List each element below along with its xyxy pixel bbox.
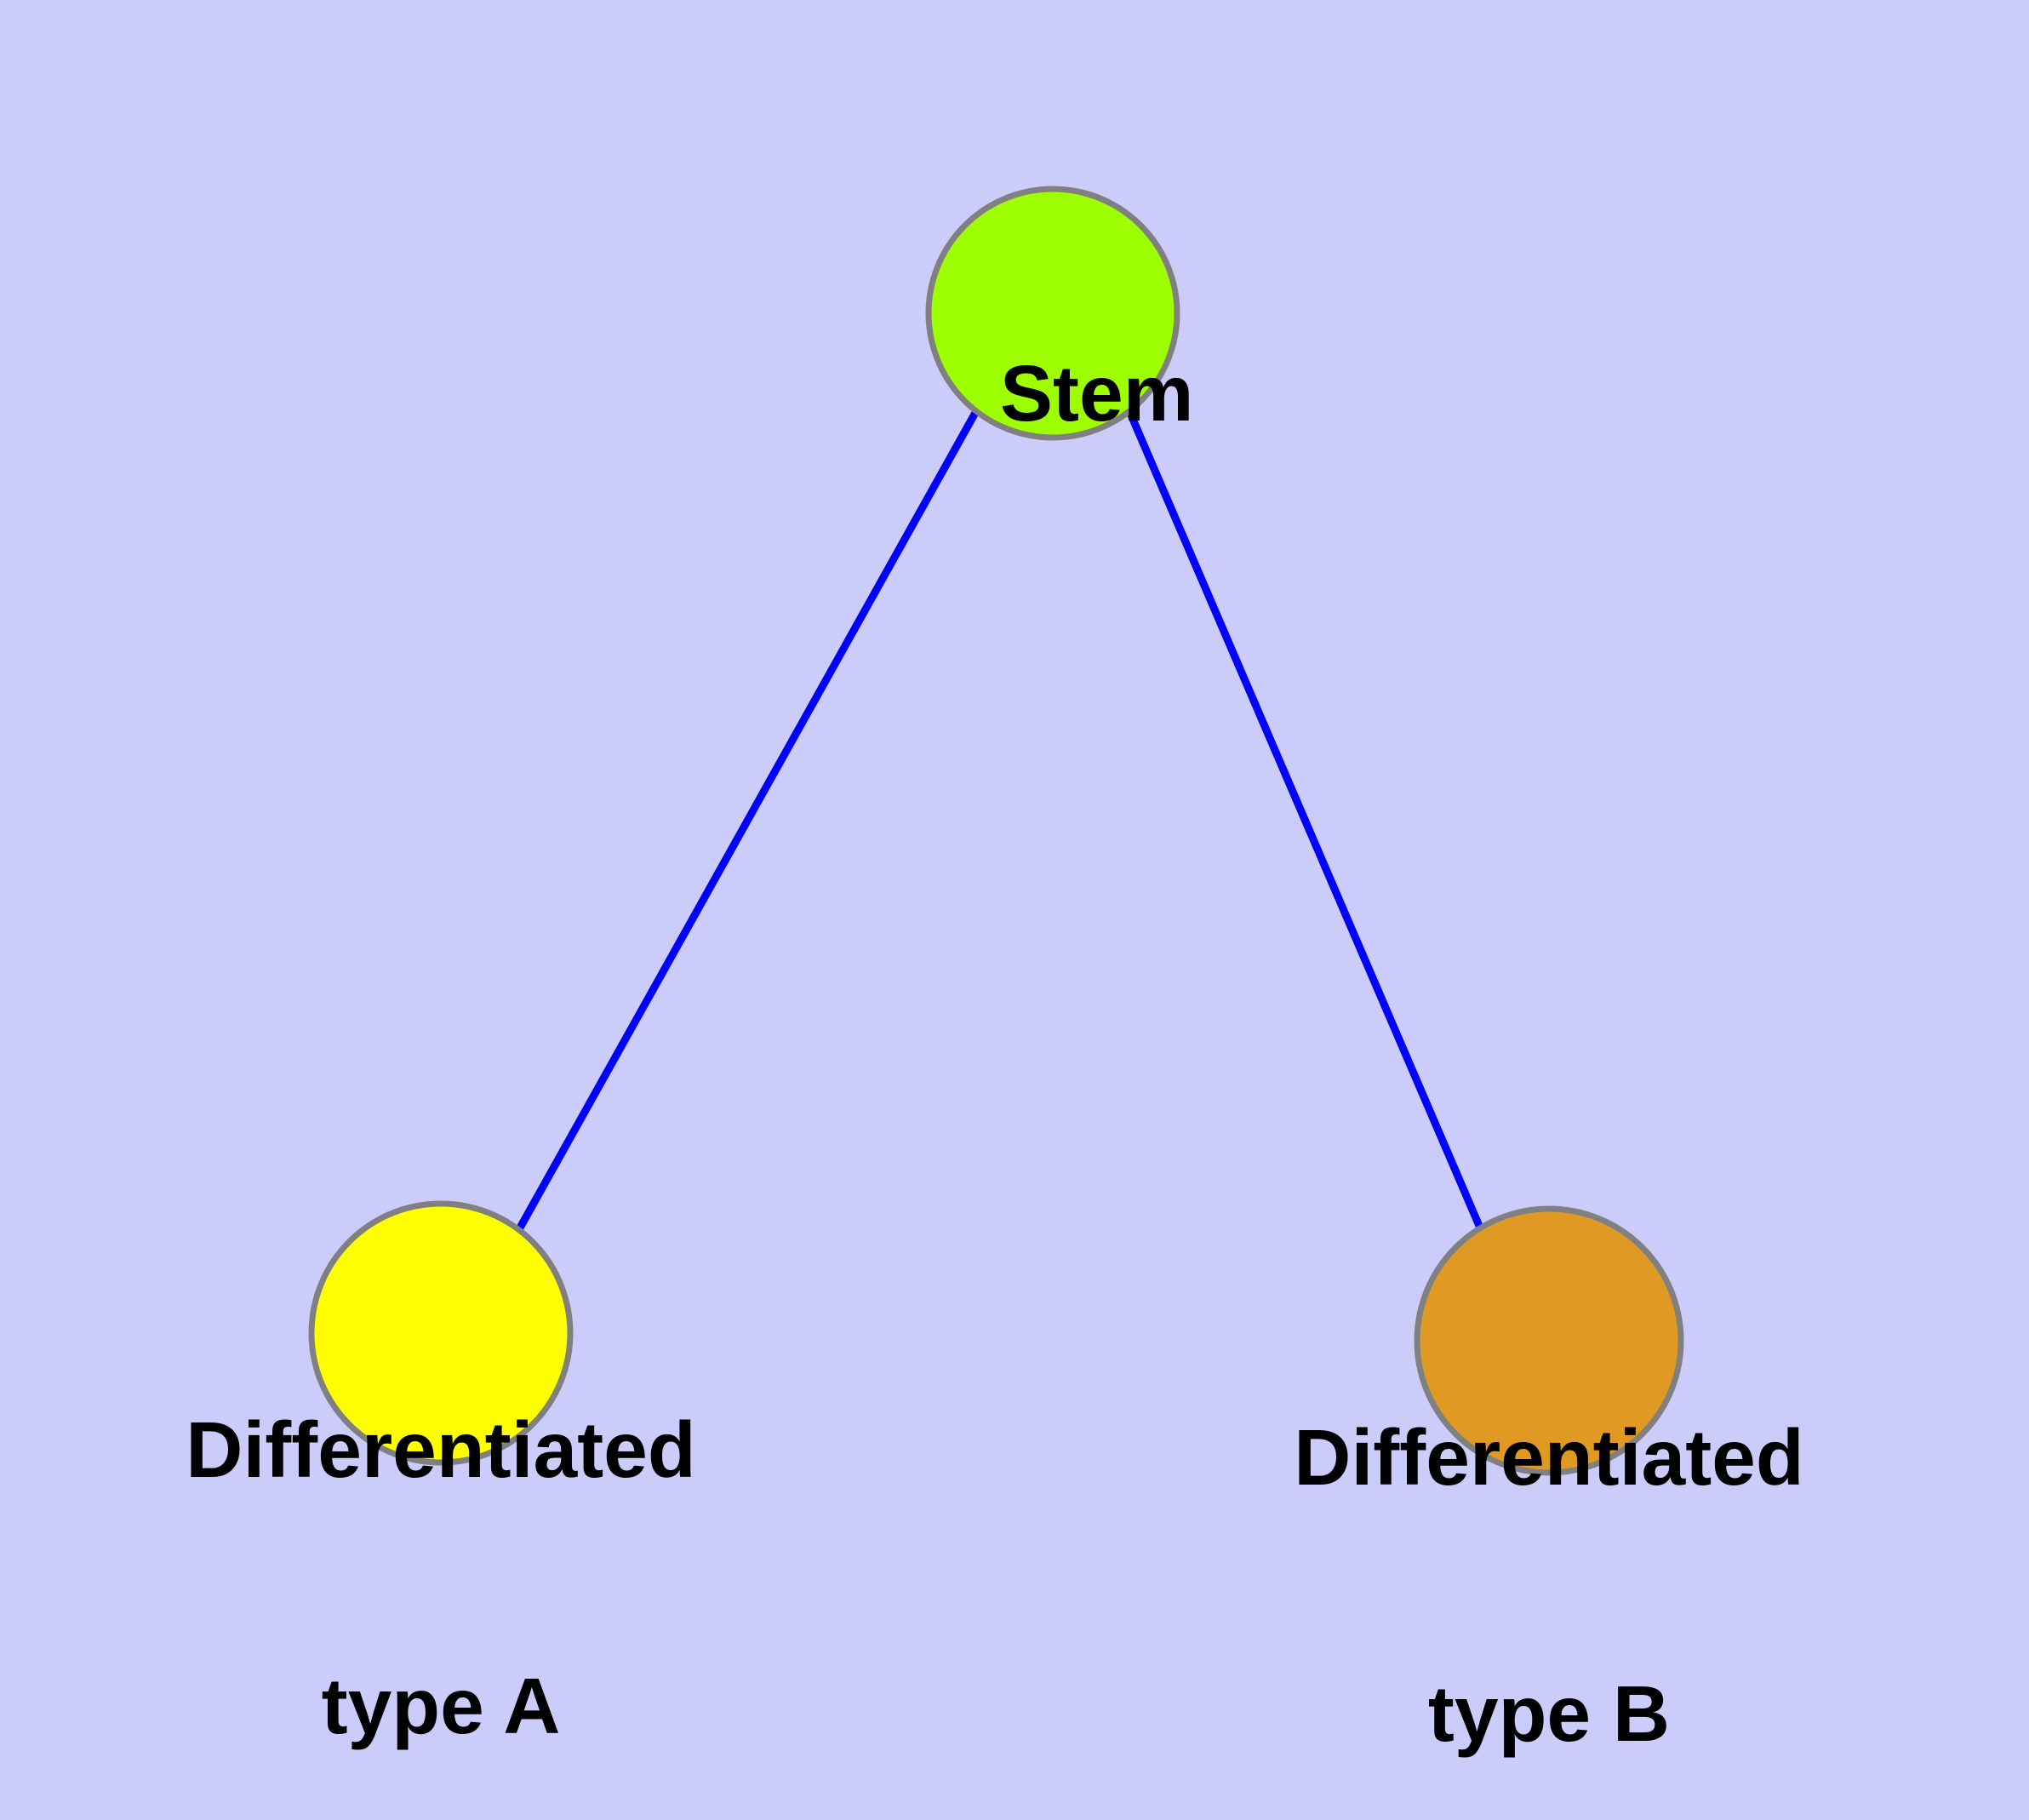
node-differentiated-type-a[interactable]: [308, 1200, 574, 1466]
edge-stem-to-differentiated-type-b: [1125, 409, 1483, 1228]
node-layer: [308, 186, 1684, 1476]
node-differentiated-type-b[interactable]: [1414, 1205, 1684, 1476]
edge-layer: [516, 409, 1483, 1232]
edge-stem-to-differentiated-type-a: [516, 409, 980, 1232]
node-stem[interactable]: [925, 186, 1180, 441]
